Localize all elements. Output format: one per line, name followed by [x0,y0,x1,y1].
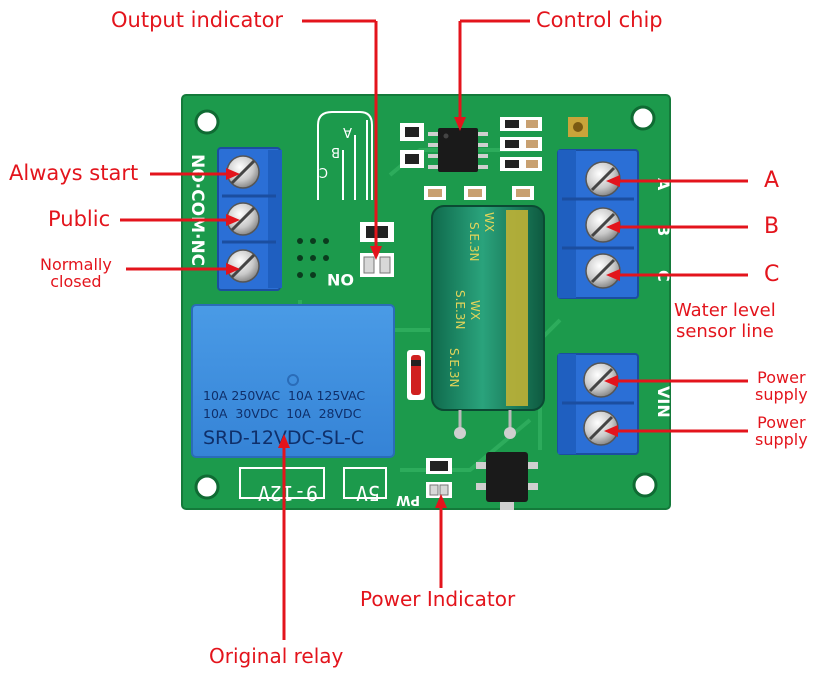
silkscreen-abc-lines [317,111,373,200]
silk-pw: PW [396,492,420,507]
label-output-indicator: Output indicator [111,8,284,32]
silk-no-com-nc: NO·COM·NC [187,154,207,266]
silk-vin: VIN [654,386,673,418]
screw-com[interactable] [226,202,260,236]
screw-c[interactable] [585,253,621,289]
cap-brand-2: S.E.3N [453,290,467,329]
transistor [476,452,538,510]
mounting-holes [194,105,658,500]
label-power-indicator: Power Indicator [360,587,516,611]
label-power-supply-2-line1: Power [757,413,806,432]
label-normally-closed-line2: closed [50,272,102,291]
relay [191,304,395,458]
relay-text-line1: 10A 250VAC 10A 125VAC [203,388,365,403]
label-water-level-line2: sensor line [675,321,774,342]
label-water-level-line1: Water level [674,300,776,321]
cap-brand-3: S.E.3N [447,348,461,387]
cap-mark-2: WX [468,300,482,320]
silk-abc-c: C [319,164,328,179]
silk-on: ON [327,270,354,289]
label-b: B [764,214,780,239]
label-control-chip: Control chip [536,8,663,32]
silk-abc-b: B [331,144,340,159]
label-power-supply-2-line2: supply [755,430,808,449]
screw-vin-plus[interactable] [583,362,619,398]
power-indicator-led [426,458,452,498]
label-water-level-sensor-line: Water level sensor line [674,300,776,342]
label-normally-closed: Normally closed [40,256,112,290]
label-original-relay: Original relay [209,644,344,668]
label-always-start: Always start [9,161,139,185]
cap-brand-1: S.E.3N [467,222,481,261]
label-public: Public [48,207,111,231]
control-chip [428,128,488,172]
silk-9-12v: 9-12V [258,481,318,505]
smd-components [400,117,542,200]
annotation-lines [120,19,748,640]
label-power-supply-1-line1: Power [757,368,806,387]
capacitor [431,205,545,439]
diode [407,350,425,400]
label-power-supply-1-line2: supply [755,385,808,404]
label-c: C [764,262,780,287]
label-power-supply-1: Power supply [755,369,808,403]
silk-abc-a: A [343,124,352,139]
screw-nc[interactable] [226,249,260,283]
voltage-boxes [239,467,387,499]
cap-mark-1: WX [482,212,496,232]
label-power-supply-2: Power supply [755,414,808,448]
silk-5v: 5V [356,481,380,505]
relay-text-line2: 10A 30VDC 10A 28VDC [203,406,362,421]
screw-no[interactable] [226,155,260,189]
label-normally-closed-line1: Normally [40,255,112,274]
pin-holes [297,238,329,278]
screw-b[interactable] [585,207,621,243]
label-a: A [764,168,780,193]
